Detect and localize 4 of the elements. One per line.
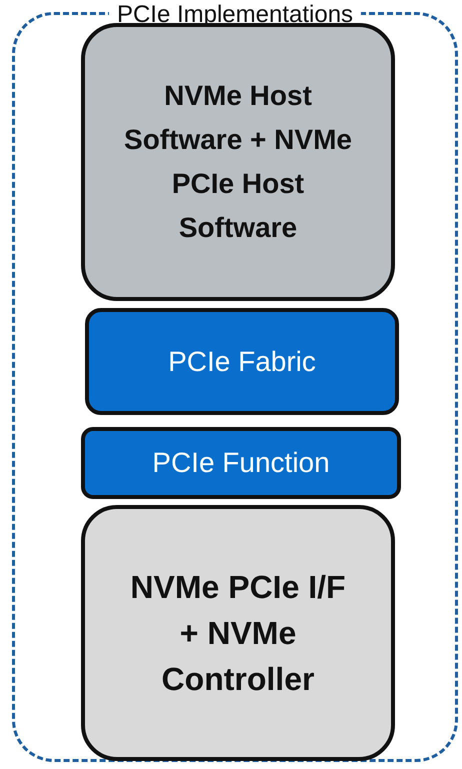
controller-box: NVMe PCIe I/F + NVMe Controller bbox=[81, 505, 395, 761]
fabric-box: PCIe Fabric bbox=[85, 308, 399, 415]
software-box: NVMe Host Software + NVMe PCIe Host Software bbox=[81, 23, 395, 301]
function-box: PCIe Function bbox=[81, 427, 401, 499]
